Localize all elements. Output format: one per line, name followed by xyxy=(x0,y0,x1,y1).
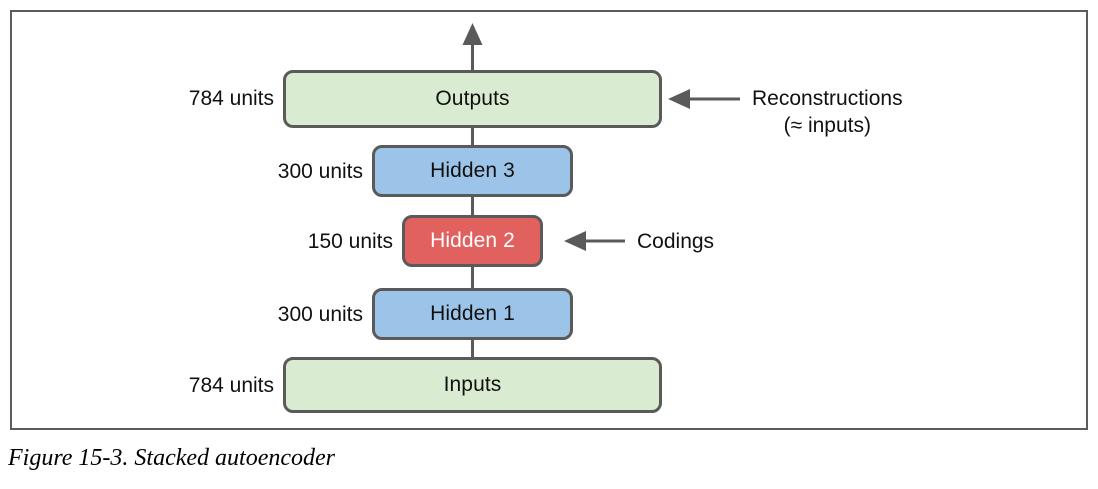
layer-box-hidden3: Hidden 3 xyxy=(372,145,573,197)
annotation-reconstructions-line1: Reconstructions xyxy=(752,87,903,110)
output-flow-arrow-head xyxy=(462,23,483,45)
layer-box-inputs: Inputs xyxy=(283,357,662,413)
units-label-hidden2: 150 units xyxy=(307,230,393,253)
units-label-hidden3: 300 units xyxy=(277,160,363,183)
units-label-outputs: 784 units xyxy=(188,87,274,110)
figure-caption: Figure 15-3. Stacked autoencoder xyxy=(8,445,336,471)
stacked-autoencoder-diagram: 784 units 300 units 150 units 300 units … xyxy=(188,23,903,413)
layer-box-outputs: Outputs xyxy=(283,70,662,128)
units-label-inputs: 784 units xyxy=(188,374,274,397)
annotation-reconstructions: Reconstructions (≈ inputs) xyxy=(752,86,903,140)
annotation-codings: Codings xyxy=(637,230,715,253)
annotation-reconstructions-line2: (≈ inputs) xyxy=(783,113,871,137)
layer-box-hidden2: Hidden 2 xyxy=(402,215,543,267)
reconstructions-arrow-head xyxy=(668,89,690,109)
units-label-hidden1: 300 units xyxy=(277,303,363,326)
layer-box-hidden1: Hidden 1 xyxy=(372,288,573,340)
codings-arrow-head xyxy=(564,231,586,251)
